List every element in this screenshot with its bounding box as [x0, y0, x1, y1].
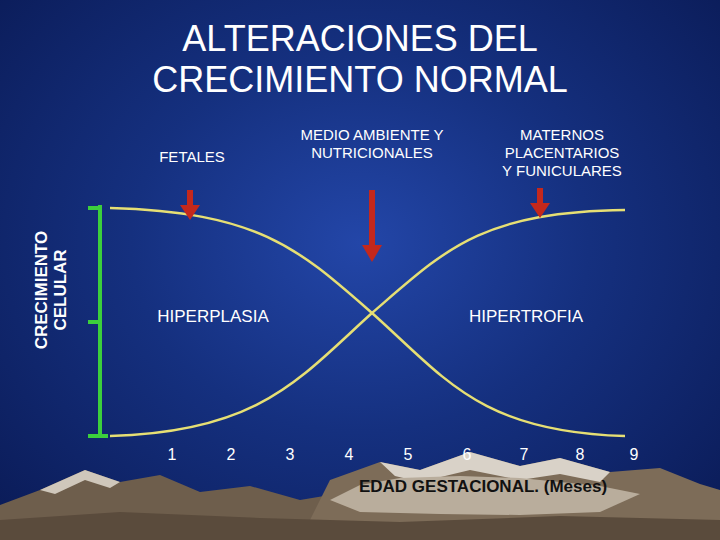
arrow-shaft [537, 188, 543, 204]
factor-label: MATERNOS PLACENTARIOS Y FUNICULARES [498, 126, 626, 180]
factor-label: MEDIO AMBIENTE Y NUTRICIONALES [296, 126, 448, 162]
tick-number: 6 [463, 445, 472, 464]
curve-label: HIPERTROFIA [469, 307, 583, 327]
mountain-foot [0, 512, 720, 540]
tick-number: 7 [520, 445, 529, 464]
arrow-head [362, 245, 382, 262]
tick-number: 8 [576, 445, 585, 464]
axis-title: CRECIMIENTO CELULAR [33, 220, 70, 360]
arrow-head [530, 203, 550, 218]
title: ALTERACIONES DEL CRECIMIENTO NORMAL [100, 18, 620, 101]
mountain-snow [40, 470, 120, 494]
axis-tick [88, 320, 100, 324]
hyperplasia-curve [110, 208, 625, 436]
axis-tick [88, 434, 108, 438]
mountains [0, 452, 720, 540]
tick-number: 4 [345, 445, 354, 464]
arrow-head [180, 205, 200, 220]
arrow-shaft [369, 190, 375, 246]
curve-label: HIPERPLASIA [157, 307, 269, 327]
axis [88, 205, 108, 438]
tick-number: 9 [630, 445, 639, 464]
axis-title: EDAD GESTACIONAL. (Meses) [359, 477, 607, 497]
arrow-shaft [187, 190, 193, 206]
tick-number: 3 [286, 445, 295, 464]
tick-number: 1 [168, 445, 177, 464]
factor-label: FETALES [159, 148, 225, 166]
tick-number: 5 [404, 445, 413, 464]
arrows [180, 188, 550, 262]
curves [110, 208, 625, 436]
mountain-slope [330, 476, 640, 515]
hypertrophy-curve [110, 210, 625, 436]
tick-number: 2 [227, 445, 236, 464]
axis-tick [88, 206, 100, 210]
